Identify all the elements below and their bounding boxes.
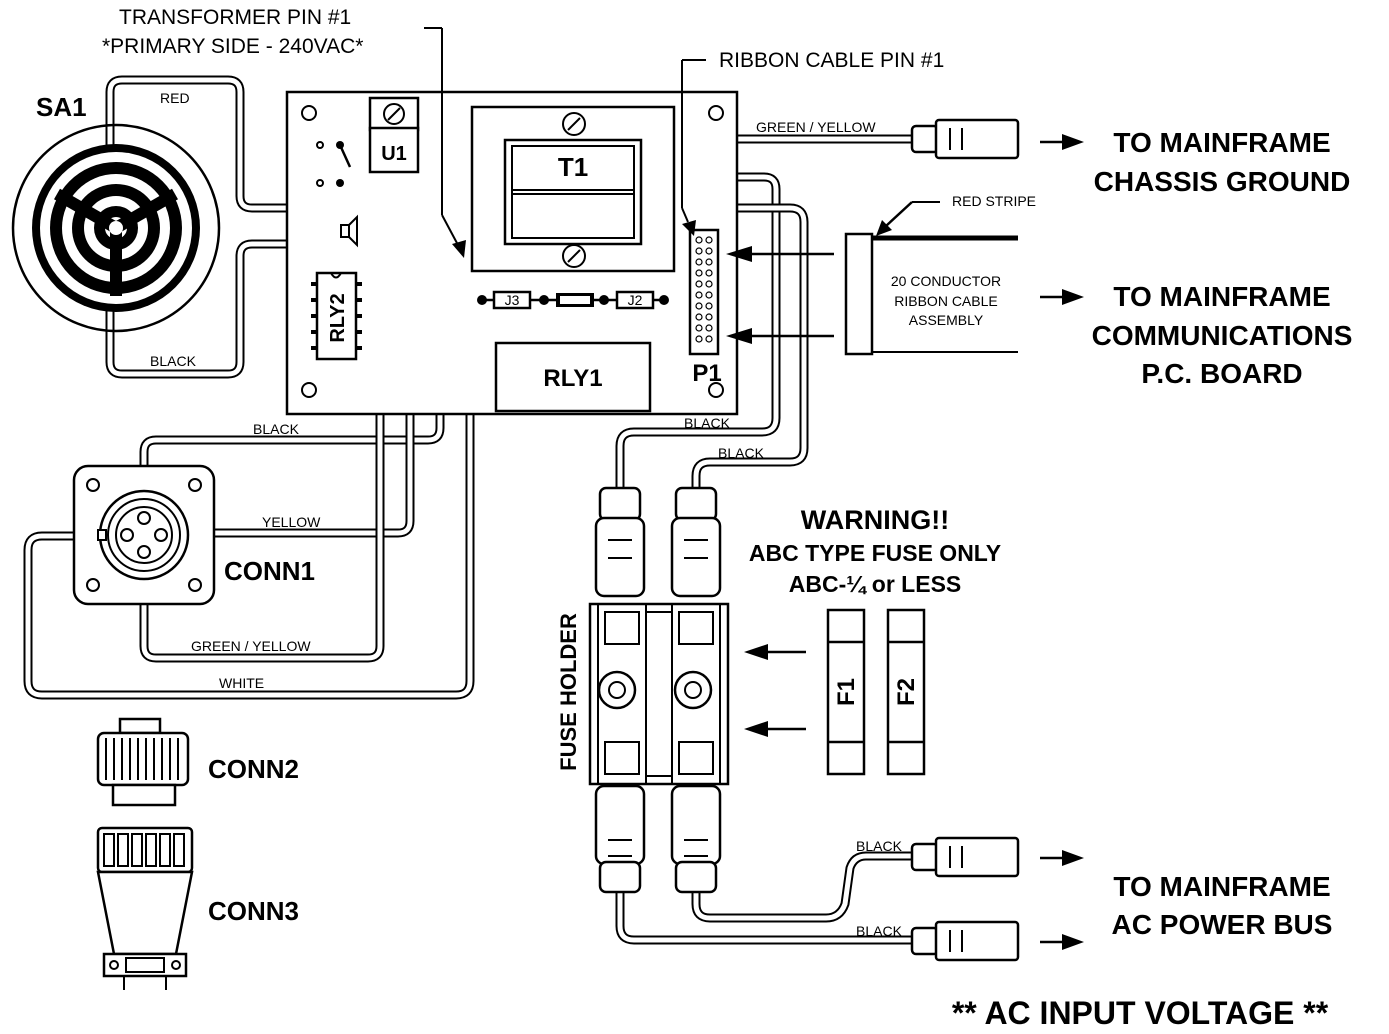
j2-label: J2 [628, 292, 643, 308]
wire-yellow-label: YELLOW [262, 514, 321, 530]
conn1-label: CONN1 [224, 556, 315, 586]
power-terminal-1 [910, 836, 1020, 878]
ribbon-line2: RIBBON CABLE [894, 293, 997, 309]
power-terminal-2 [910, 920, 1020, 962]
conn3-label: CONN3 [208, 896, 299, 926]
red-stripe-callout: RED STRIPE [876, 193, 1036, 236]
transformer-pin-line1: TRANSFORMER PIN #1 [119, 6, 351, 29]
wire-black-out2-label: BLACK [856, 923, 903, 939]
rly1-label: RLY1 [543, 365, 602, 392]
ground-dest-line1: TO MAINFRAME [1113, 127, 1330, 158]
switch-symbol [316, 141, 352, 187]
fuse-f2: F2 [886, 608, 926, 776]
wires [23, 75, 912, 945]
comm-dest-line3: P.C. BOARD [1141, 358, 1302, 389]
fuse-connector-top-1 [594, 486, 646, 598]
warning-line2: ABC-¼ or LESS [789, 571, 962, 597]
sa1-buzzer: SA1 [11, 92, 221, 333]
fuse-arrows [744, 644, 806, 737]
sa1-label: SA1 [36, 92, 87, 122]
fuse-connector-bottom-2 [670, 784, 722, 894]
power-dest-line2: AC POWER BUS [1112, 909, 1333, 940]
rly2-label: RLY2 [327, 293, 349, 342]
u1-regulator: U1 [368, 96, 420, 174]
p1-label: P1 [692, 360, 721, 387]
wire-red-label: RED [160, 90, 190, 106]
red-stripe-label: RED STRIPE [952, 193, 1036, 209]
rly2-relay: RLY2 [311, 271, 362, 361]
ac-input-voltage-label: ** AC INPUT VOLTAGE ** [952, 995, 1329, 1031]
wire-green-yellow-conn1-label: GREEN / YELLOW [191, 638, 311, 654]
wire-black-fuse1-label: BLACK [684, 415, 731, 431]
wire-black-sa1-label: BLACK [150, 353, 197, 369]
wire-white-label: WHITE [219, 675, 264, 691]
fuse-warning: WARNING!! ABC TYPE FUSE ONLY ABC-¼ or LE… [749, 505, 1001, 597]
rly1-relay: RLY1 [494, 341, 652, 413]
j3-label: J3 [505, 292, 520, 308]
jumpers: J3 J2 [477, 290, 669, 310]
wire-green-yellow-ground-label: GREEN / YELLOW [756, 119, 876, 135]
f1-label: F1 [833, 678, 860, 706]
t1-transformer: T1 [470, 105, 676, 273]
f2-label: F2 [893, 678, 920, 706]
u1-label: U1 [381, 143, 407, 165]
ribbon-line3: ASSEMBLY [909, 312, 984, 328]
fuse-holder: FUSE HOLDER [556, 486, 730, 894]
ribbon-arrows [726, 246, 834, 344]
fuse-connector-top-2 [670, 486, 722, 598]
ribbon-pin-callout: RIBBON CABLE PIN #1 [681, 49, 944, 236]
power-dest-line1: TO MAINFRAME [1113, 871, 1330, 902]
t1-label: T1 [558, 152, 588, 182]
speaker-icon [340, 214, 358, 248]
transformer-pin-callout: TRANSFORMER PIN #1 *PRIMARY SIDE - 240VA… [102, 6, 466, 258]
wire-labels: RED BLACK BLACK YELLOW GREEN / YELLOW WH… [150, 90, 903, 939]
comm-dest-line2: COMMUNICATIONS [1092, 320, 1353, 351]
warning-line1: ABC TYPE FUSE ONLY [749, 540, 1001, 566]
conn2-label: CONN2 [208, 754, 299, 784]
transformer-pin-line2: *PRIMARY SIDE - 240VAC* [102, 35, 363, 58]
destination-arrows [1040, 134, 1084, 950]
destination-labels: TO MAINFRAME CHASSIS GROUND TO MAINFRAME… [1092, 127, 1353, 940]
conn1-connector: CONN1 [72, 464, 315, 606]
warning-title: WARNING!! [801, 505, 949, 535]
fuse-holder-label: FUSE HOLDER [556, 613, 581, 771]
wire-black-conn1-label: BLACK [253, 421, 300, 437]
ribbon-cable: 20 CONDUCTOR RIBBON CABLE ASSEMBLY [844, 232, 1018, 356]
wire-black-fuse2-label: BLACK [718, 445, 765, 461]
conn2-connector: CONN2 [96, 717, 299, 807]
ribbon-line1: 20 CONDUCTOR [891, 273, 1001, 289]
comm-dest-line1: TO MAINFRAME [1113, 281, 1330, 312]
wire-black-out1-label: BLACK [856, 838, 903, 854]
conn3-connector: CONN3 [96, 826, 299, 990]
ribbon-pin-label: RIBBON CABLE PIN #1 [719, 49, 944, 72]
fuse-connector-bottom-1 [594, 784, 646, 894]
p1-header: P1 [688, 228, 722, 387]
ground-terminal [910, 118, 1020, 160]
fuse-f1: F1 [826, 608, 866, 776]
ground-dest-line2: CHASSIS GROUND [1094, 166, 1351, 197]
